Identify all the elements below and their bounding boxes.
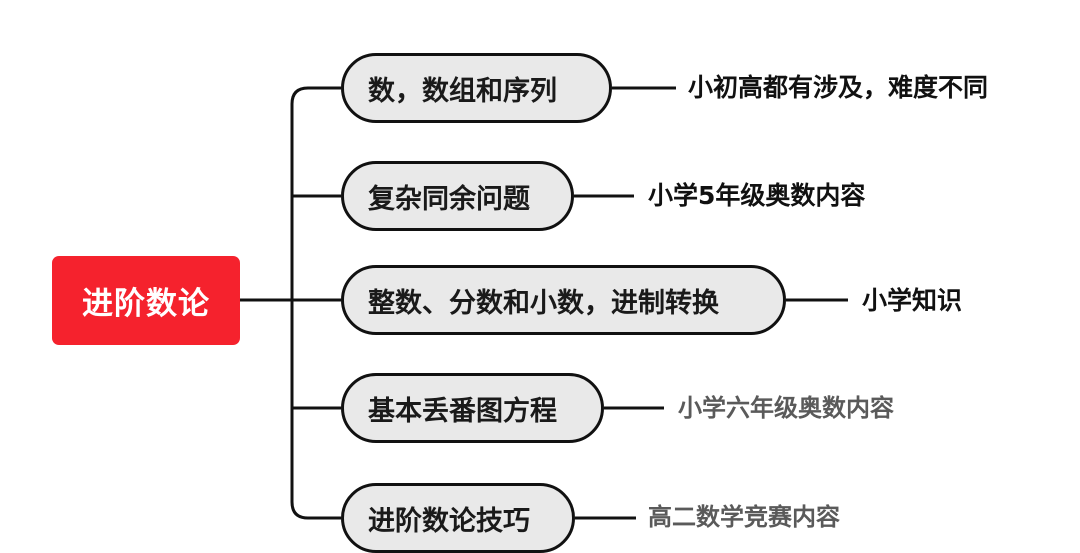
branch-note: 小学六年级奥数内容 (678, 394, 894, 422)
branch-note: 小学5年级奥数内容 (648, 181, 866, 210)
branch-node: 复杂同余问题 (341, 161, 574, 231)
branch-node: 基本丢番图方程 (341, 373, 604, 443)
branch-note: 高二数学竞赛内容 (648, 503, 840, 531)
branch-note: 小学知识 (862, 286, 963, 315)
connector-lines (240, 86, 848, 520)
branch-note: 小初高都有涉及，难度不同 (688, 73, 989, 102)
branch-node: 数，数组和序列 (341, 53, 612, 123)
mind-map: 进阶数论 数，数组和序列 复杂同余问题 整数、分数和小数，进制转换 基本丢番图方… (52, 53, 989, 553)
trunk-line (290, 86, 341, 520)
branch-node: 进阶数论技巧 (341, 483, 575, 553)
branch-node: 整数、分数和小数，进制转换 (341, 265, 786, 335)
root-node: 进阶数论 (52, 256, 240, 345)
